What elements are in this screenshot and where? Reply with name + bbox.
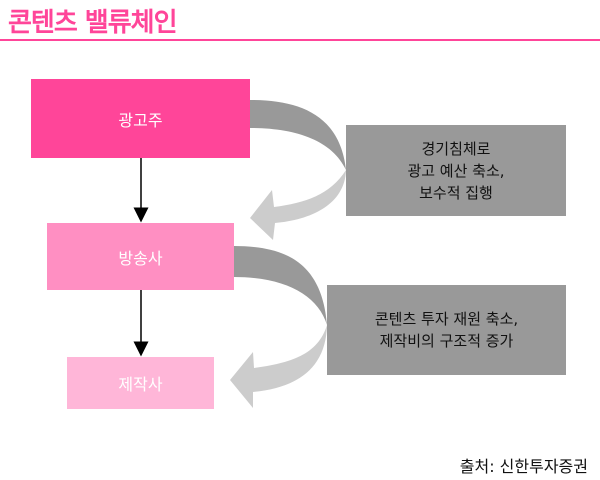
node-label: 광고주 — [118, 110, 163, 130]
title-divider — [0, 39, 600, 41]
curved-arrow-2-light — [230, 325, 327, 408]
curved-arrow-1-dark — [250, 100, 346, 170]
node-broadcaster: 방송사 — [47, 223, 234, 290]
note-text: 경기침체로 광고 예산 축소, 보수적 집행 — [407, 139, 505, 202]
page-title: 콘텐츠 밸류체인 — [8, 8, 177, 38]
note-text: 콘텐츠 투자 재원 축소, 제작비의 구조적 증가 — [374, 310, 519, 350]
source-caption: 출처: 신한투자증권 — [459, 457, 588, 476]
node-label: 제작사 — [118, 375, 163, 394]
node-label: 방송사 — [118, 248, 163, 268]
node-producer: 제작사 — [67, 357, 214, 409]
node-advertiser: 광고주 — [31, 79, 250, 158]
curved-arrow-2-dark — [234, 246, 327, 325]
note-ad-budget-cut: 경기침체로 광고 예산 축소, 보수적 집행 — [346, 125, 566, 216]
curved-arrow-1-light — [250, 170, 346, 240]
note-content-investment: 콘텐츠 투자 재원 축소, 제작비의 구조적 증가 — [327, 285, 566, 375]
